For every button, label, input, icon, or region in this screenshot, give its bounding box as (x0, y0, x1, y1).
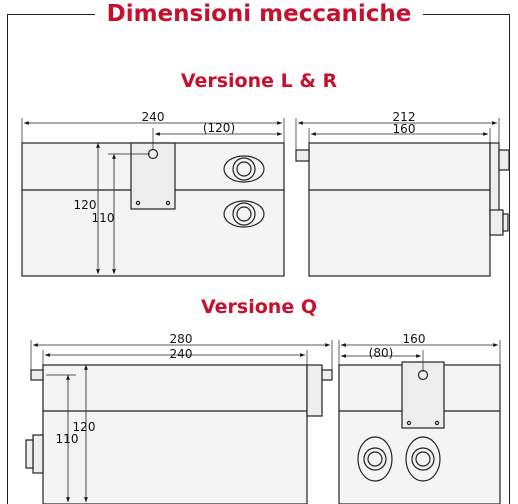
q-front-plate (306, 364, 323, 417)
q-connector-right (405, 436, 441, 482)
lr-side-width-outer-label: 212 (393, 110, 416, 124)
q-plate-screw-right (434, 420, 440, 426)
q-side-offset-label: (80) (369, 346, 394, 360)
q-front-height-inner-label: 110 (56, 432, 79, 446)
q-front-body (42, 364, 308, 504)
section-title-lr: Versione L & R (180, 70, 338, 92)
lr-side-body (308, 142, 491, 277)
lr-side-shaft (295, 149, 310, 162)
lr-plate-screw-right (165, 200, 171, 206)
section-title-q: Versione Q (201, 296, 317, 318)
q-front-shaft (30, 369, 44, 381)
page-title: Dimensioni meccaniche (0, 0, 518, 28)
q-front-width-inner-label: 240 (170, 347, 193, 361)
lr-side-view (295, 118, 510, 277)
q-front-width-outer-label: 280 (170, 332, 193, 346)
lr-front-height-outer-label: 120 (74, 198, 97, 212)
lr-side-plate (489, 142, 500, 214)
q-front-height-outer-label: 120 (73, 420, 96, 434)
q-plate-screw-left (406, 420, 412, 426)
lr-front-height-inner-label: 110 (92, 211, 115, 225)
q-side-view (338, 340, 501, 504)
q-side-width-label: 160 (403, 332, 426, 346)
q-front-knob (321, 369, 333, 381)
lr-plate-screw-left (135, 200, 141, 206)
lr-front-offset-label: (120) (203, 121, 235, 135)
lr-side-connector-cap (502, 213, 509, 232)
q-front-view (25, 340, 333, 504)
lr-front-view (21, 118, 285, 277)
lr-front-width-label: 240 (142, 110, 165, 124)
lr-side-knob (498, 149, 510, 171)
lr-side-width-inner-label: 160 (393, 122, 416, 136)
lr-connector-top (223, 155, 265, 183)
q-front-connector (32, 434, 44, 474)
lr-front-plate (130, 142, 176, 210)
lr-side-connector (489, 209, 504, 236)
q-connector-left (357, 436, 393, 482)
q-side-plate (401, 361, 445, 429)
lr-connector-bottom (223, 200, 265, 228)
q-front-connector-cap (25, 439, 34, 469)
